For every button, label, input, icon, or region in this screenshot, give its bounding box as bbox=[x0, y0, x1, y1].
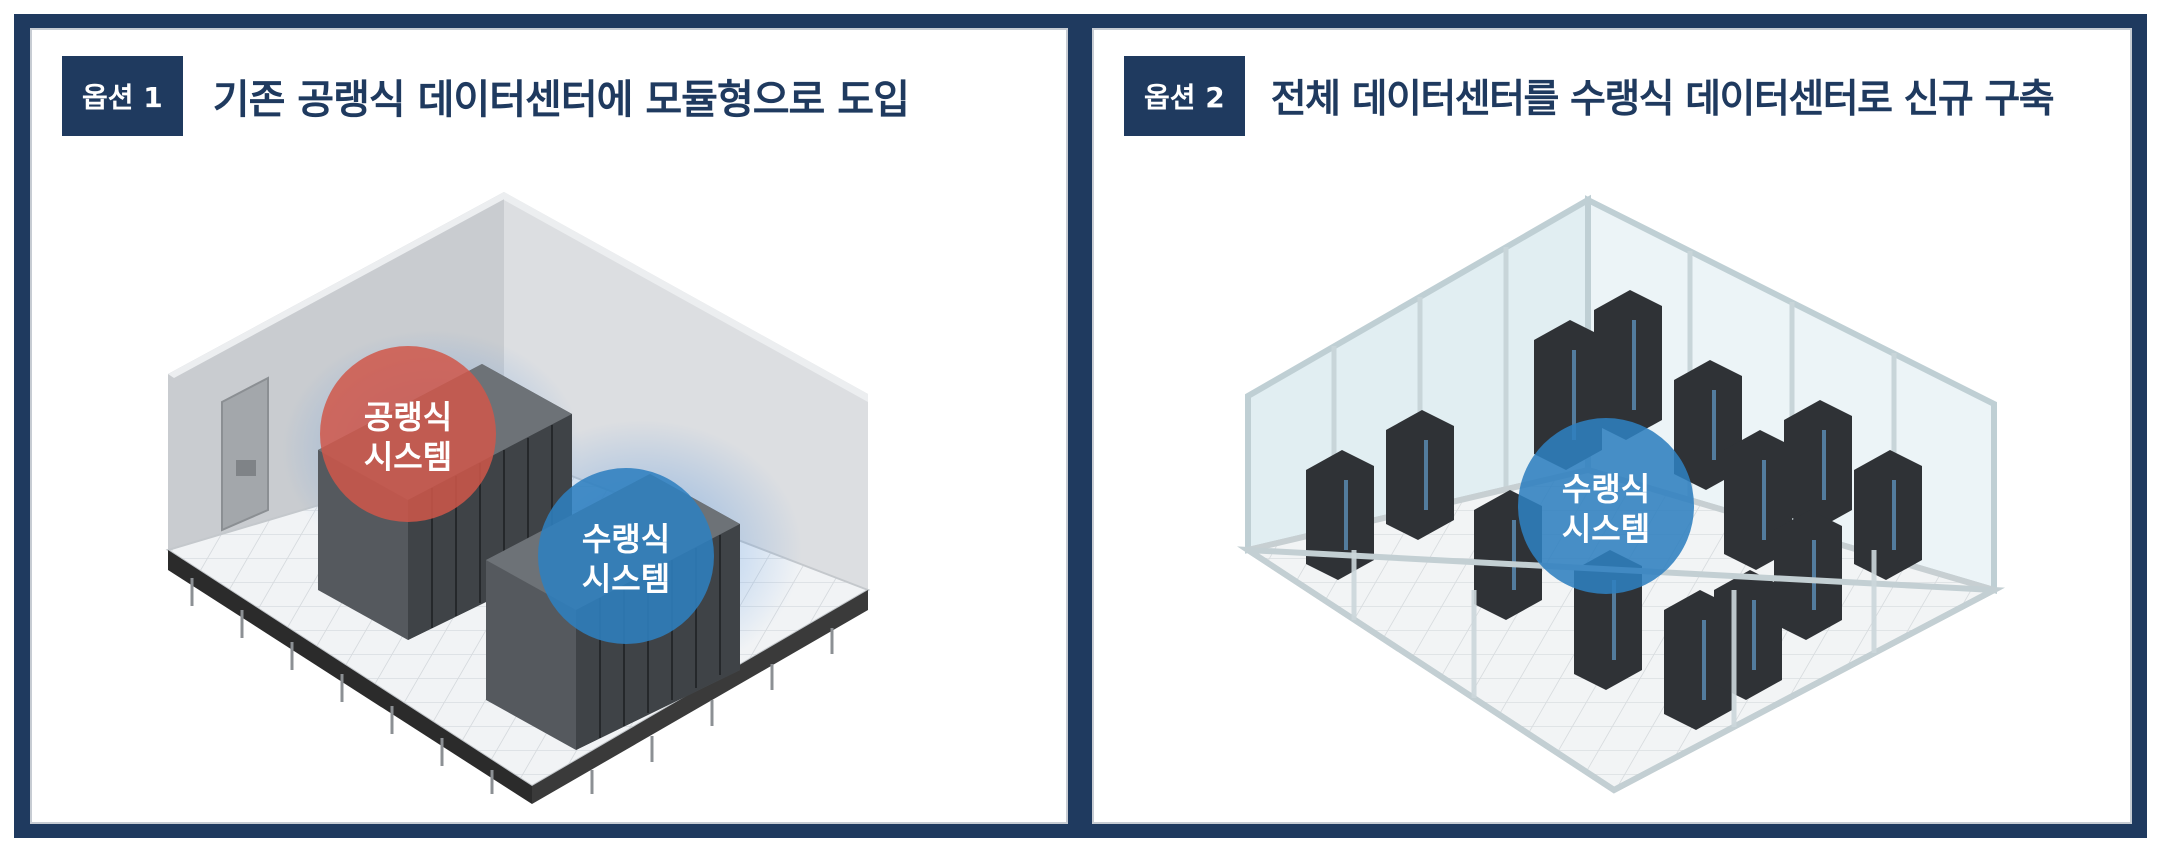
option-2-panel: 옵션 2 전체 데이터센터를 수랭식 데이터센터로 신규 구축 bbox=[1092, 28, 2132, 824]
option-1-title: 기존 공랭식 데이터센터에 모듈형으로 도입 bbox=[212, 77, 910, 123]
water-cooled-datacenter-illustration: 수랭식 시스템 bbox=[1237, 194, 2006, 794]
option-2-title: 전체 데이터센터를 수랭식 데이터센터로 신규 구축 bbox=[1270, 77, 2055, 122]
option-2-badge: 옵션 2 bbox=[1124, 56, 1245, 136]
air-cooled-label-line2: 시스템 bbox=[364, 438, 452, 476]
water-cooled-label-line2: 시스템 bbox=[582, 560, 670, 598]
water-cooled-bubble bbox=[1518, 418, 1694, 594]
door bbox=[221, 376, 269, 532]
air-cooled-label-line1: 공랭식 bbox=[364, 398, 452, 436]
option-1-badge: 옵션 1 bbox=[62, 56, 183, 136]
option-1-header: 옵션 1 기존 공랭식 데이터센터에 모듈형으로 도입 bbox=[62, 56, 910, 136]
water-cooled-label-line2: 시스템 bbox=[1562, 510, 1650, 548]
option-1-panel: 옵션 1 기존 공랭식 데이터센터에 모듈형으로 도입 bbox=[30, 28, 1068, 824]
water-cooled-label-line1: 수랭식 bbox=[1562, 470, 1650, 508]
air-cooled-bubble bbox=[320, 346, 496, 522]
water-cooled-bubble bbox=[538, 468, 714, 644]
diagram-frame: 옵션 1 기존 공랭식 데이터센터에 모듈형으로 도입 bbox=[14, 14, 2147, 838]
option-2-header: 옵션 2 전체 데이터센터를 수랭식 데이터센터로 신규 구축 bbox=[1124, 56, 2055, 136]
water-cooled-label-line1: 수랭식 bbox=[582, 520, 670, 558]
air-cooled-datacenter-illustration: 공랭식 시스템 수랭식 시스템 bbox=[165, 192, 871, 804]
